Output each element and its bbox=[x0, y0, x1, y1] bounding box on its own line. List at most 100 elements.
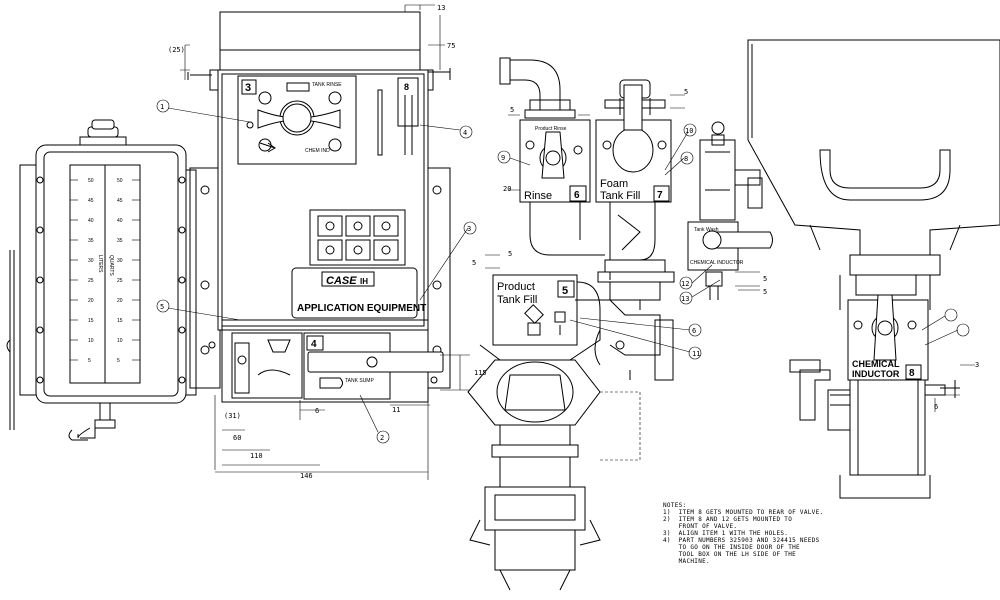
quarts-tick: 40 bbox=[117, 218, 123, 224]
callout-balloon bbox=[688, 323, 702, 337]
liters-tick: 5 bbox=[88, 358, 91, 364]
chemical-number: 8 bbox=[909, 368, 915, 379]
quarts-tick: 25 bbox=[117, 278, 123, 284]
center-plumbing: Product Rinse Rinse 6 Foam Tank Fill 7 T… bbox=[467, 57, 773, 591]
dim-20: 20 bbox=[503, 185, 511, 193]
note-line: TOOL BOX ON THE LH SIDE OF THE bbox=[663, 551, 797, 558]
dim-5b: 5 bbox=[684, 88, 688, 96]
liters-tick: 30 bbox=[88, 258, 94, 264]
quarts-tick: 10 bbox=[117, 338, 123, 344]
dim-146: 146 bbox=[300, 472, 313, 480]
callout-8: 8 bbox=[684, 155, 688, 163]
inductor-small-top: Tank Wash bbox=[694, 227, 719, 233]
quarts-tick: 20 bbox=[117, 298, 123, 304]
dim-6b: 6 bbox=[934, 403, 938, 411]
quarts-tick: 5 bbox=[117, 358, 120, 364]
note-line: MACHINE. bbox=[663, 558, 710, 565]
callout-numbers: 1 5 2 4 3 9 10 8 12 13 6 11 bbox=[160, 103, 700, 442]
callout-balloon bbox=[156, 299, 170, 313]
tank-rinse-label: TANK RINSE bbox=[312, 82, 342, 88]
callout-balloon bbox=[688, 346, 702, 360]
callout-6: 6 bbox=[692, 327, 696, 335]
callout-balloon bbox=[497, 150, 511, 164]
gauge-scale-ticks bbox=[70, 179, 140, 361]
dim-115: 115 bbox=[474, 369, 487, 377]
liters-tick: 25 bbox=[88, 278, 94, 284]
callout-balloon bbox=[156, 99, 170, 113]
callout-1: 1 bbox=[160, 103, 164, 111]
liters-tick: 10 bbox=[88, 338, 94, 344]
callout-2: 2 bbox=[380, 434, 384, 442]
brand-suffix: IH bbox=[360, 277, 368, 286]
quarts-tick: 50 bbox=[117, 178, 123, 184]
rinse-sub-label: Product Rinse bbox=[535, 126, 567, 132]
valve-number-3: 3 bbox=[245, 82, 251, 94]
dim-6: 6 bbox=[315, 407, 319, 415]
callout-balloon bbox=[680, 151, 694, 165]
callout-balloon bbox=[683, 123, 697, 137]
control-switches bbox=[317, 215, 399, 261]
callout-balloon bbox=[679, 276, 693, 290]
rinse-number: 6 bbox=[574, 190, 580, 201]
dim-60: 60 bbox=[233, 434, 241, 442]
callout-5: 5 bbox=[160, 303, 164, 311]
callout-balloon bbox=[376, 430, 390, 444]
valve-number-4: 4 bbox=[311, 339, 317, 350]
product-number: 5 bbox=[562, 285, 568, 297]
chemical-label-2: INDUCTOR bbox=[852, 369, 900, 379]
quarts-label: QUARTS bbox=[108, 255, 114, 276]
dim-3: 3 bbox=[975, 361, 979, 369]
note-line: 4) PART NUMBERS 325903 AND 324415 NEEDS bbox=[663, 537, 820, 544]
callout-balloon bbox=[679, 291, 693, 305]
dim-75: 75 bbox=[447, 42, 455, 50]
callout-11: 11 bbox=[692, 350, 700, 358]
note-line: FRONT OF VALVE. bbox=[663, 523, 738, 530]
liters-tick: 40 bbox=[88, 218, 94, 224]
note-line: 1) ITEM 8 GETS MOUNTED TO REAR OF VALVE. bbox=[663, 509, 824, 516]
liters-tick: 35 bbox=[88, 238, 94, 244]
callout-3: 3 bbox=[467, 225, 471, 233]
callout-balloon bbox=[956, 323, 970, 337]
note-line: 2) ITEM 8 AND 12 GETS MOUNTED TO bbox=[663, 516, 793, 523]
callout-12: 12 bbox=[681, 280, 689, 288]
main-valve-panel: 3 TANK RINSE CHEM IND 8 CASE IH APPLICAT… bbox=[187, 11, 451, 403]
dimension-labels: 13 (25) 75 115 11 6 (31) 60 110 146 5 5 … bbox=[168, 4, 979, 480]
dimension-lines bbox=[167, 4, 975, 480]
note-line: 3) ALIGN ITEM 1 WITH THE HOLES. bbox=[663, 530, 789, 537]
callout-4: 4 bbox=[463, 129, 467, 137]
tank-sump-label: TANK SUMP bbox=[345, 378, 374, 384]
brand-logo: CASE bbox=[326, 275, 357, 287]
callout-balloon bbox=[463, 221, 477, 235]
callout-balloons bbox=[156, 99, 970, 444]
dim-5f: 5 bbox=[763, 288, 767, 296]
liters-tick: 45 bbox=[88, 198, 94, 204]
dim-5d: 5 bbox=[472, 259, 476, 267]
small-valve-number: 8 bbox=[404, 82, 409, 92]
quarts-tick: 30 bbox=[117, 258, 123, 264]
quarts-tick: 15 bbox=[117, 318, 123, 324]
notes-title: NOTES: bbox=[663, 502, 687, 509]
gauge-bolts bbox=[36, 176, 186, 384]
liters-label: LITERS bbox=[97, 255, 103, 273]
dim-25: (25) bbox=[168, 46, 185, 54]
foam-label-1: Foam bbox=[600, 178, 628, 190]
dim-5c: 5 bbox=[508, 250, 512, 258]
chem-ind-label: CHEM IND bbox=[305, 148, 330, 154]
foam-label-2: Tank Fill bbox=[600, 190, 640, 202]
sight-gauge-assembly: 50 45 40 35 30 25 20 15 10 5 50 45 40 35… bbox=[6, 119, 197, 441]
callout-balloon bbox=[459, 125, 473, 139]
liters-tick: 15 bbox=[88, 318, 94, 324]
inductor-small-bottom: CHEMICAL INDUCTOR bbox=[690, 260, 744, 266]
dim-5a: 5 bbox=[510, 106, 514, 114]
callout-9: 9 bbox=[501, 154, 505, 162]
quarts-tick: 45 bbox=[117, 198, 123, 204]
callout-10: 10 bbox=[685, 127, 693, 135]
chemical-label-1: CHEMICAL bbox=[852, 359, 900, 369]
dim-13: 13 bbox=[437, 4, 445, 12]
liters-tick: 20 bbox=[88, 298, 94, 304]
foam-number: 7 bbox=[657, 190, 663, 201]
rinse-label: Rinse bbox=[524, 190, 552, 202]
chemical-inductor-hopper: CHEMICAL INDUCTOR 8 bbox=[747, 39, 1000, 499]
dim-110: 110 bbox=[250, 452, 263, 460]
